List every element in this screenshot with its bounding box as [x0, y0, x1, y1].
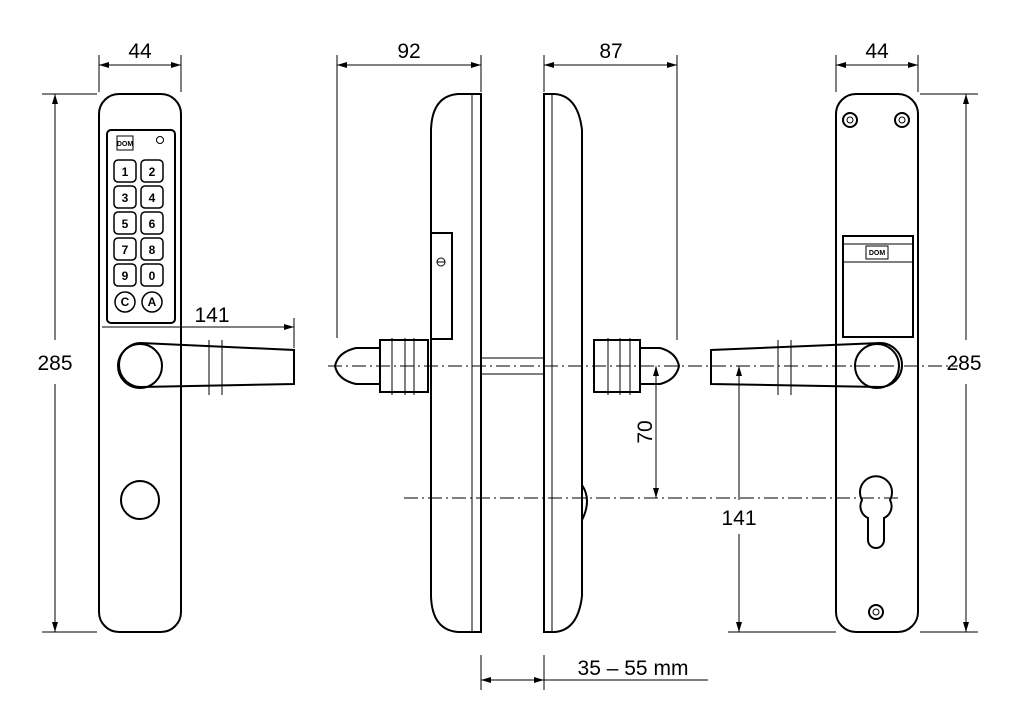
front-logo-box [116, 135, 134, 151]
back-logo-box [865, 245, 889, 260]
keypad-key-4[interactable]: 4 [140, 185, 164, 209]
dim-front-width: 44 [128, 40, 152, 63]
dim-side-right-depth: 87 [599, 40, 622, 63]
keypad-key-6[interactable]: 6 [140, 211, 164, 235]
front-thumbturn [120, 480, 160, 520]
dim-side-left-depth: 92 [397, 40, 420, 63]
dim-door-thickness: 35 – 55 mm [578, 657, 689, 680]
keypad-key-0[interactable]: 0 [140, 263, 164, 287]
dim-handle-to-bottom: 141 [721, 507, 756, 530]
front-handle [118, 341, 295, 389]
side-left-body [430, 93, 482, 633]
keypad-key-label: 5 [122, 217, 129, 231]
status-led-icon [156, 136, 164, 144]
keypad-key-label: 0 [149, 269, 156, 283]
front-handle-rose [117, 343, 163, 389]
back-screw-bottom-icon [868, 604, 884, 620]
dim-handle-length: 141 [194, 304, 229, 327]
back-handle [710, 341, 903, 389]
front-logo-label: DOM [117, 141, 134, 148]
keypad-key-label: 9 [122, 269, 129, 283]
keypad-key-3[interactable]: 3 [113, 185, 137, 209]
keypad-key-label: 6 [149, 217, 156, 231]
keypad-key-7[interactable]: 7 [113, 237, 137, 261]
side-left-bracket [430, 232, 453, 340]
keypad-key-label: 2 [149, 165, 156, 179]
keypad-key-label: 1 [122, 165, 129, 179]
dim-handle-offset: 70 [634, 420, 657, 443]
back-plate-outline [835, 93, 919, 633]
side-view-left [333, 93, 482, 633]
keypad-keys: 1 2 3 4 5 6 7 8 9 0C A [113, 159, 164, 313]
side-right-cylinder-bump [581, 484, 588, 521]
side-right-body [543, 93, 583, 633]
keypad-key-label: A [148, 295, 157, 309]
back-screw-top-right-icon [894, 112, 910, 128]
front-view: DOM 1 2 3 4 5 6 7 8 9 0C A [98, 93, 295, 633]
side-right-knob [639, 347, 681, 385]
back-battery-cover [842, 235, 914, 338]
keypad-key-c[interactable]: C [114, 291, 136, 313]
dim-back-width: 44 [865, 40, 889, 63]
back-cylinder-cutout [859, 475, 893, 549]
keypad-key-label: 8 [149, 243, 156, 257]
keypad-key-5[interactable]: 5 [113, 211, 137, 235]
side-view-right [543, 93, 681, 633]
back-screw-top-left-icon [842, 112, 858, 128]
keypad-key-9[interactable]: 9 [113, 263, 137, 287]
back-view: DOM [710, 93, 919, 633]
keypad-key-label: 3 [122, 191, 129, 205]
keypad-key-label: 7 [122, 243, 129, 257]
back-logo-label: DOM [869, 250, 886, 257]
dim-height-left: 285 [37, 352, 72, 375]
keypad-key-a[interactable]: A [141, 291, 163, 313]
keypad-key-label: C [121, 295, 130, 309]
keypad-panel [106, 129, 176, 324]
dim-height-right: 285 [946, 352, 981, 375]
keypad-key-2[interactable]: 2 [140, 159, 164, 183]
front-plate-outline [98, 93, 182, 633]
keypad-key-label: 4 [149, 191, 156, 205]
keypad-key-1[interactable]: 1 [113, 159, 137, 183]
keypad-key-8[interactable]: 8 [140, 237, 164, 261]
